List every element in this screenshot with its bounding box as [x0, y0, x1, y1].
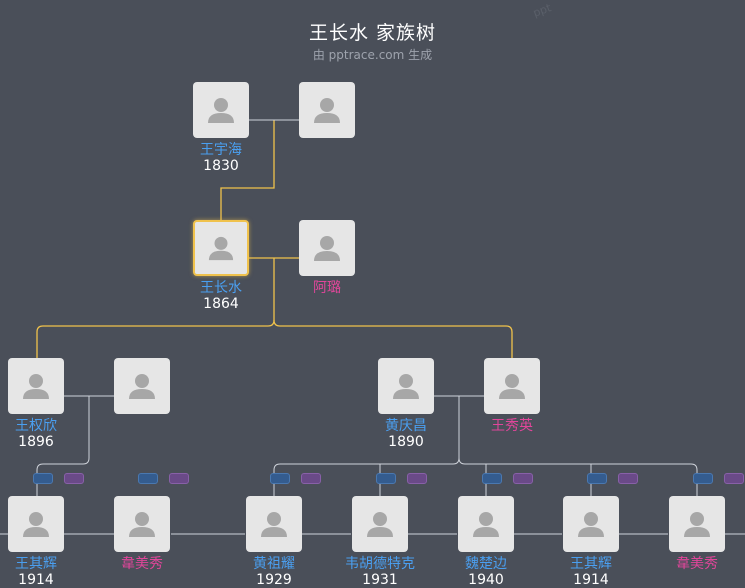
person-avatar-icon: [578, 512, 604, 537]
person-year-wei-chubian: 1940: [468, 572, 504, 588]
person-name-wang-changshui[interactable]: 王长水: [200, 280, 242, 296]
person-card-wei-meixiu[interactable]: [114, 496, 170, 552]
person-card-wang-qihui-2[interactable]: [563, 496, 619, 552]
person-year-wang-qihui-2: 1914: [573, 572, 609, 588]
person-name-a-lu[interactable]: 阿璐: [313, 280, 341, 296]
person-name-wang-quanxin[interactable]: 王权欣: [15, 418, 57, 434]
expand-spouse-toggle[interactable]: [301, 473, 321, 484]
person-card-wang-qihui[interactable]: [8, 496, 64, 552]
person-year-wang-changshui: 1864: [203, 296, 239, 312]
page-subtitle: 由 pptrace.com 生成: [312, 48, 433, 62]
person-avatar-icon: [499, 374, 525, 399]
person-avatar-icon: [129, 512, 155, 537]
person-avatar-icon: [473, 512, 499, 537]
person-card-huang-qingchang[interactable]: [378, 358, 434, 414]
person-card-wang-yuhai[interactable]: [193, 82, 249, 138]
person-name-wei-hudeteke[interactable]: 韦胡德特克: [345, 556, 415, 572]
person-card-wang-changshui[interactable]: [193, 220, 249, 276]
expand-ancestors-toggle[interactable]: [33, 473, 53, 484]
person-avatar-icon: [314, 236, 340, 261]
person-avatar-icon: [23, 512, 49, 537]
expand-spouse-toggle[interactable]: [169, 473, 189, 484]
person-name-huang-qingchang[interactable]: 黄庆昌: [385, 418, 427, 434]
person-name-huang-zuyao[interactable]: 黄祖耀: [253, 556, 295, 572]
person-year-wang-quanxin: 1896: [18, 434, 54, 450]
person-avatar-icon: [684, 512, 710, 537]
person-avatar-icon: [23, 374, 49, 399]
expand-ancestors-toggle[interactable]: [482, 473, 502, 484]
person-name-wei-meixiu-2[interactable]: 韋美秀: [676, 556, 718, 572]
person-avatar-icon: [314, 98, 340, 123]
person-name-wang-xiuying[interactable]: 王秀英: [491, 418, 533, 434]
person-card-wei-hudeteke[interactable]: [352, 496, 408, 552]
person-card-wei-meixiu-2[interactable]: [669, 496, 725, 552]
person-avatar-icon: [393, 374, 419, 399]
expand-spouse-toggle[interactable]: [64, 473, 84, 484]
person-card-huang-zuyao[interactable]: [246, 496, 302, 552]
person-name-wang-yuhai[interactable]: 王宇海: [200, 142, 242, 158]
person-year-wei-hudeteke: 1931: [362, 572, 398, 588]
person-avatar-icon: [261, 512, 287, 537]
page-title: 王长水 家族树: [308, 22, 437, 44]
person-avatar-icon: [208, 236, 234, 261]
person-avatar-icon: [208, 98, 234, 123]
expand-ancestors-toggle[interactable]: [138, 473, 158, 484]
person-name-wang-qihui[interactable]: 王其辉: [15, 556, 57, 572]
person-year-wang-qihui: 1914: [18, 572, 54, 588]
person-avatar-icon: [367, 512, 393, 537]
expand-ancestors-toggle[interactable]: [376, 473, 396, 484]
person-card-wei-chubian[interactable]: [458, 496, 514, 552]
person-card-spouse-unknown[interactable]: [114, 358, 170, 414]
person-year-huang-zuyao: 1929: [256, 572, 292, 588]
expand-ancestors-toggle[interactable]: [587, 473, 607, 484]
person-card-wang-xiuying[interactable]: [484, 358, 540, 414]
expand-ancestors-toggle[interactable]: [693, 473, 713, 484]
person-card-a-lu[interactable]: [299, 220, 355, 276]
expand-spouse-toggle[interactable]: [618, 473, 638, 484]
person-card-spouse-unknown[interactable]: [299, 82, 355, 138]
person-card-wang-quanxin[interactable]: [8, 358, 64, 414]
expand-spouse-toggle[interactable]: [513, 473, 533, 484]
person-name-wei-meixiu[interactable]: 韋美秀: [121, 556, 163, 572]
expand-spouse-toggle[interactable]: [724, 473, 744, 484]
person-name-wang-qihui-2[interactable]: 王其辉: [570, 556, 612, 572]
person-avatar-icon: [129, 374, 155, 399]
person-year-huang-qingchang: 1890: [388, 434, 424, 450]
expand-ancestors-toggle[interactable]: [270, 473, 290, 484]
person-year-wang-yuhai: 1830: [203, 158, 239, 174]
expand-spouse-toggle[interactable]: [407, 473, 427, 484]
person-name-wei-chubian[interactable]: 魏楚边: [465, 556, 507, 572]
